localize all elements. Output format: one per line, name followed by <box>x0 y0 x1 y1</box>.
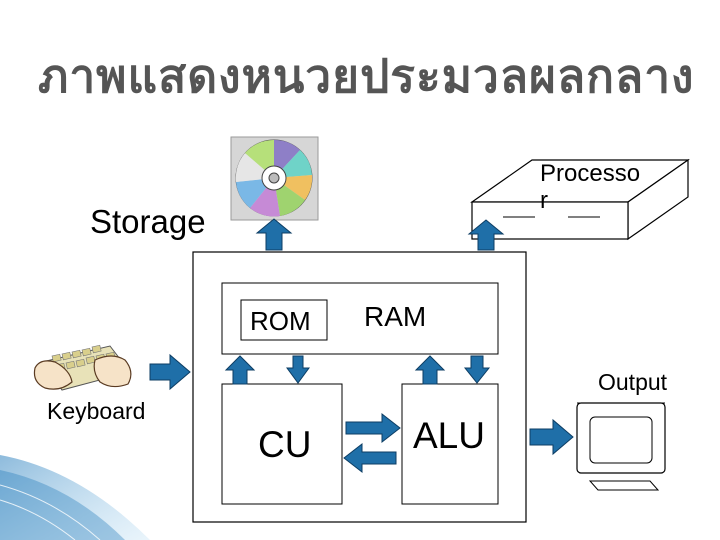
cu-label: CU <box>258 424 312 465</box>
hands-on-keyboard-icon <box>33 344 132 391</box>
processor-label-line2: r <box>540 187 548 214</box>
cu-box <box>221 383 343 505</box>
diagram-title: ภาพแสดงหนวยประมวลผลกลาง <box>38 49 695 103</box>
alu-label: ALU <box>413 415 485 456</box>
monitor-icon <box>576 402 666 491</box>
arrow-to-processor <box>467 219 505 251</box>
keyboard-label: Keyboard <box>47 398 146 424</box>
arrow-ram-to-cu-down <box>286 355 310 384</box>
processor-label-line1: Processo <box>540 160 641 187</box>
arrow-ram-to-alu-down <box>463 355 491 384</box>
arrow-to-storage <box>255 218 293 251</box>
alu-box <box>401 383 499 505</box>
output-label: Output <box>598 369 668 395</box>
arrow-keyboard-to-cpu <box>149 353 191 391</box>
arrow-cpu-to-output <box>529 418 574 456</box>
arrow-alu-to-ram-up <box>414 355 446 385</box>
processor-case-icon <box>470 158 690 241</box>
arrow-alu-to-cu <box>343 442 397 474</box>
rom-box <box>240 299 328 341</box>
processor-label: Processo r <box>540 160 640 214</box>
arrow-cu-to-ram-up <box>224 355 256 385</box>
rom-label: ROM <box>250 306 311 336</box>
storage-label: Storage <box>90 203 206 240</box>
corner-decoration <box>0 455 150 540</box>
ram-label: RAM <box>364 301 427 332</box>
arrow-cu-to-alu <box>345 412 401 444</box>
cd-disc-icon <box>230 136 319 221</box>
